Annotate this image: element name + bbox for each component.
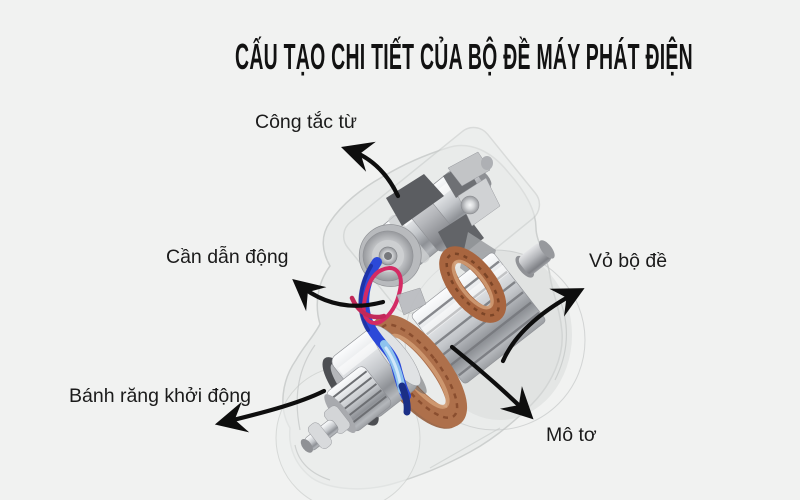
arrow-banh-rang-khoi-dong — [214, 388, 327, 433]
label-banh-rang-khoi-dong: Bánh răng khởi động — [69, 385, 251, 407]
page-title: CẤU TẠO CHI TIẾT CỦA BỘ ĐỀ MÁY PHÁT ĐIỆN — [40, 36, 800, 78]
callout-arrows — [214, 141, 585, 433]
rear-winding — [439, 246, 507, 323]
arrow-vo-bo-de — [500, 288, 585, 364]
label-vo-bo-de: Vỏ bộ đề — [589, 250, 668, 272]
drive-lever — [349, 257, 427, 416]
arrow-cong-tac-tu — [341, 141, 401, 199]
arrow-mo-to — [449, 344, 534, 420]
arrow-can-dan-dong — [292, 278, 386, 312]
label-cong-tac-tu: Công tắc từ — [255, 111, 357, 133]
page-title-text: CẤU TẠO CHI TIẾT CỦA BỘ ĐỀ MÁY PHÁT ĐIỆN — [235, 36, 693, 77]
rotor-assembly — [300, 240, 555, 453]
label-can-dan-dong: Cần dẫn động — [166, 246, 289, 268]
label-mo-to: Mô tơ — [546, 424, 597, 446]
